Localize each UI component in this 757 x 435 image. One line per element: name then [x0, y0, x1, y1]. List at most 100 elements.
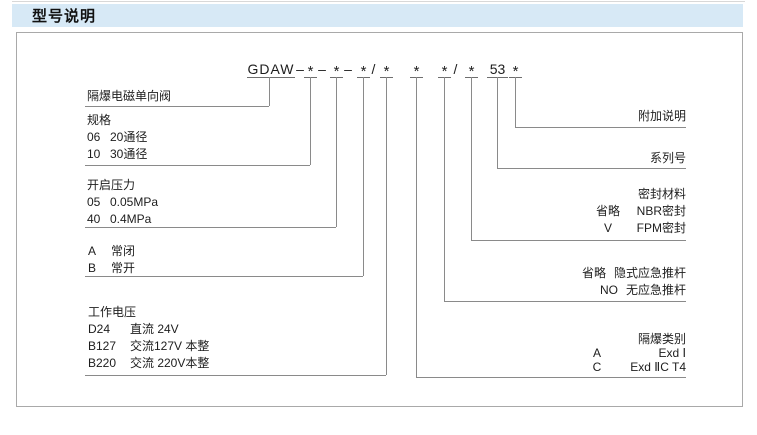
explosion-item: A Exd Ⅰ: [590, 346, 686, 360]
top-rule: [12, 1, 745, 2]
code-part-star-7: *: [465, 61, 478, 80]
connector-line: [471, 77, 472, 240]
code-part-star-4: *: [380, 61, 393, 80]
connector-line: [444, 301, 686, 302]
spec-title: 规格: [87, 113, 112, 127]
pressure-item: 40 0.4MPa: [87, 211, 158, 228]
code-part-slash: /: [371, 61, 376, 77]
state-desc: 常开: [111, 261, 136, 275]
code-part-star-2: *: [330, 61, 343, 80]
rod-code: 省略: [581, 266, 606, 280]
voltage-title: 工作电压: [88, 305, 137, 319]
code-part-star-6: *: [438, 61, 451, 80]
code-part-star-5: *: [410, 61, 423, 80]
rod-desc: 隐式应急推杆: [613, 266, 686, 280]
asterisk-glyph: *: [441, 63, 448, 80]
connector-line: [416, 77, 417, 377]
pressure-desc: 0.4MPa: [110, 212, 152, 226]
explosion-desc: Exd Ⅰ: [658, 346, 686, 360]
label-addendum: 附加说明: [638, 108, 686, 125]
valve-name-text: 隔爆电磁单向阀: [87, 89, 172, 103]
voltage-desc: 直流 24V: [130, 322, 179, 336]
label-valve-name: 隔爆电磁单向阀: [87, 88, 171, 105]
section-header: 型号说明: [12, 4, 743, 27]
pressure-code: 40: [87, 212, 101, 226]
code-part-slash: /: [453, 61, 458, 77]
section-title: 型号说明: [32, 8, 97, 25]
code-part-dash: –: [344, 61, 352, 77]
connector-line: [269, 77, 270, 106]
addendum-text: 附加说明: [637, 109, 686, 123]
section-explosion: 隔爆类别 A Exd Ⅰ C Exd ⅡC T4: [590, 332, 686, 374]
connector-line: [416, 377, 686, 378]
voltage-item: D24 直流 24V: [88, 321, 209, 338]
connector-line: [497, 168, 686, 169]
explosion-title: 隔爆类别: [637, 332, 686, 346]
voltage-code: B220: [88, 356, 117, 370]
spec-code: 10: [87, 147, 101, 161]
state-item: B 常开: [88, 260, 135, 277]
connector-line: [85, 276, 363, 277]
connector-line: [515, 77, 516, 127]
state-desc: 常闭: [111, 244, 136, 258]
seal-title: 密封材料: [637, 187, 686, 201]
spec-code: 06: [87, 130, 101, 144]
asterisk-glyph: *: [512, 63, 519, 80]
code-part-series-53: 53: [487, 61, 508, 78]
spec-desc: 30通径: [110, 147, 148, 161]
asterisk-glyph: *: [468, 63, 475, 80]
connector-line: [444, 77, 445, 301]
rod-item: 省略隐式应急推杆: [582, 265, 686, 282]
label-series: 系列号: [650, 150, 686, 167]
rod-code: NO: [599, 283, 618, 297]
code-part-star-1: *: [304, 61, 317, 80]
voltage-code: B127: [88, 339, 117, 353]
rod-desc: 无应急推杆: [625, 283, 686, 297]
code-part-gdaw: GDAW: [247, 61, 295, 78]
diagram-frame: [16, 32, 743, 407]
series-text: 系列号: [649, 151, 686, 165]
code-part-star-8: *: [509, 61, 522, 80]
connector-line: [336, 77, 337, 227]
connector-line: [310, 77, 311, 165]
spec-item: 10 30通径: [87, 146, 147, 163]
seal-code: V: [603, 221, 612, 235]
connector-line: [515, 127, 686, 128]
state-code: B: [88, 261, 97, 275]
explosion-desc: Exd ⅡC T4: [630, 360, 686, 374]
asterisk-glyph: *: [413, 63, 420, 80]
pressure-code: 05: [87, 195, 101, 209]
pressure-desc: 0.05MPa: [110, 195, 159, 209]
explosion-item: C Exd ⅡC T4: [590, 360, 686, 374]
asterisk-glyph: *: [333, 63, 340, 80]
connector-line: [386, 77, 387, 375]
code-part-star-3: *: [357, 61, 370, 80]
pressure-title: 开启压力: [87, 178, 136, 192]
code-part-dash: –: [296, 61, 304, 77]
section-pressure: 开启压力 05 0.05MPa 40 0.4MPa: [87, 177, 158, 228]
connector-line: [471, 240, 686, 241]
connector-line: [85, 165, 310, 166]
explosion-code: A: [592, 346, 601, 360]
code-part-dash: –: [318, 61, 326, 77]
voltage-code: D24: [88, 322, 111, 336]
connector-line: [85, 227, 336, 228]
pressure-item: 05 0.05MPa: [87, 194, 158, 211]
asterisk-glyph: *: [383, 63, 390, 80]
connector-line: [497, 77, 498, 168]
rod-item: NO 无应急推杆: [582, 282, 686, 299]
section-rod: 省略隐式应急推杆 NO 无应急推杆: [582, 265, 686, 299]
explosion-code: C: [592, 360, 602, 374]
asterisk-glyph: *: [360, 63, 367, 80]
